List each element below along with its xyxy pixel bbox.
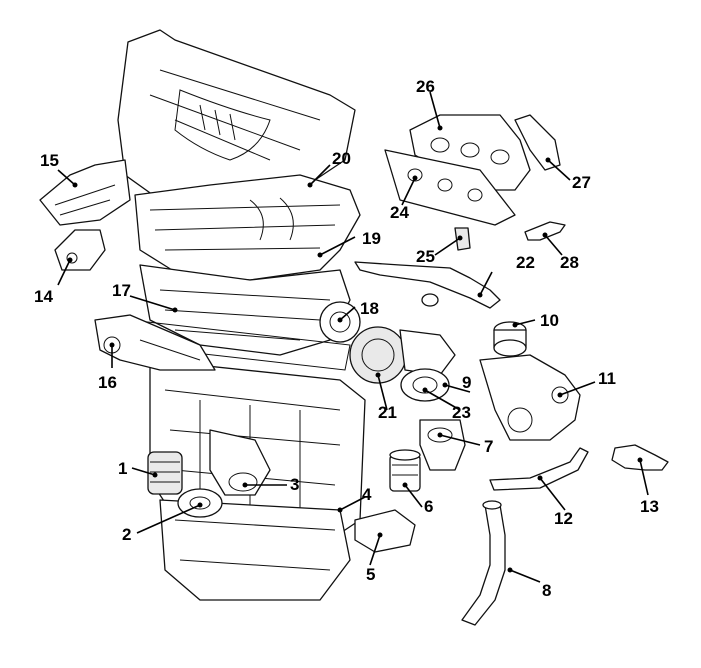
callout-5: 5 <box>366 565 375 584</box>
callout-26: 26 <box>416 77 435 96</box>
oil-pan <box>159 499 351 601</box>
oil-filter-housing <box>147 451 183 495</box>
callout-2: 2 <box>122 525 131 544</box>
callout-10: 10 <box>540 311 559 330</box>
intake-manifold <box>134 174 361 281</box>
sensor-25 <box>454 227 471 251</box>
callout-14: 14 <box>34 287 53 306</box>
pipe-27 <box>514 114 561 171</box>
leader-lines <box>57 91 649 583</box>
callout-15: 15 <box>40 151 59 170</box>
callout-11: 11 <box>598 369 616 388</box>
callout-25: 25 <box>416 247 435 266</box>
callout-20: 20 <box>332 149 351 168</box>
engine-cover <box>117 29 356 206</box>
manifold-gasket-24 <box>384 149 516 226</box>
callout-6: 6 <box>424 497 433 516</box>
callout-19: 19 <box>362 229 381 248</box>
water-housing-11 <box>479 354 581 441</box>
sensor-28 <box>524 221 566 241</box>
callout-3: 3 <box>290 475 299 494</box>
oil-filter-housing-7 <box>419 419 466 471</box>
oil-filter-6 <box>389 449 421 492</box>
bracket-14 <box>54 229 106 271</box>
callout-13: 13 <box>640 497 659 516</box>
callout-18: 18 <box>360 299 379 318</box>
thermostat-10 <box>493 321 527 357</box>
heat-shield-15 <box>39 159 131 226</box>
callout-24: 24 <box>390 203 409 222</box>
coolant-pipe-22 <box>354 261 501 309</box>
callout-28: 28 <box>560 253 579 272</box>
callout-12: 12 <box>554 509 573 528</box>
callout-4: 4 <box>362 485 372 504</box>
callout-27: 27 <box>572 173 591 192</box>
callout-9: 9 <box>462 373 471 392</box>
callout-23: 23 <box>452 403 471 422</box>
leader-dots <box>67 125 643 573</box>
callout-8: 8 <box>542 581 551 600</box>
water-pump <box>209 429 271 496</box>
callout-22: 22 <box>516 253 535 272</box>
pipe-12 <box>489 447 589 491</box>
callout-1: 1 <box>118 459 127 478</box>
hose-8 <box>461 500 506 626</box>
callout-21: 21 <box>378 403 397 422</box>
exhaust-manifold-16 <box>94 314 216 371</box>
bracket-5 <box>354 509 416 553</box>
water-outlet-21 <box>349 326 456 384</box>
gasket-23 <box>400 368 450 402</box>
callout-17: 17 <box>112 281 131 300</box>
callout-16: 16 <box>98 373 117 392</box>
callout-7: 7 <box>484 437 493 456</box>
callout-labels: 1 2 3 4 5 6 7 8 9 10 11 12 13 14 15 16 1… <box>34 77 659 600</box>
